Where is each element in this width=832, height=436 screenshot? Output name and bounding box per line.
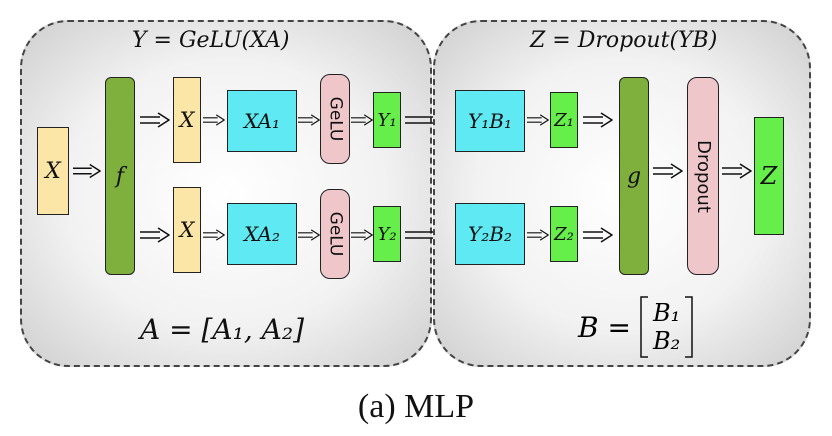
left-panel-title: Y = GeLU(XA): [132, 28, 290, 53]
arrow-icon: [298, 227, 320, 243]
arrow-icon: [527, 227, 549, 243]
merge-g-box: g: [619, 77, 649, 275]
right-panel-formula: B = B₁ B₂: [578, 296, 694, 358]
dropout-box: Dropout: [687, 77, 719, 275]
formula-lhs: B =: [578, 310, 631, 344]
row2-y-box: Y₂: [373, 206, 401, 262]
arrow-icon: [73, 163, 101, 179]
matrix-entry-b1: B₁: [652, 299, 681, 327]
row2-yb-box: Y₂B₂: [455, 203, 525, 265]
input-x-box: X: [37, 127, 69, 215]
right-panel-title: Z = Dropout(YB): [530, 28, 718, 53]
row1-yb-box: Y₁B₁: [455, 90, 525, 152]
arrow-icon: [722, 163, 752, 179]
row2-xa-box: XA₂: [227, 203, 297, 265]
row1-z-box: Z₁: [550, 92, 578, 148]
arrow-icon: [298, 112, 320, 128]
row1-x-box: X: [173, 77, 201, 163]
arrow-icon: [583, 227, 613, 243]
arrow-icon: [351, 227, 373, 243]
arrow-icon: [653, 163, 683, 179]
row2-z-box: Z₂: [550, 206, 578, 262]
dropout-label: Dropout: [692, 139, 714, 213]
row1-xa-box: XA₁: [227, 90, 297, 152]
row2-gelu-box: GeLU: [320, 189, 350, 279]
row1-gelu-box: GeLU: [320, 74, 350, 164]
arrow-icon: [140, 227, 170, 243]
row2-x-box: X: [173, 187, 201, 273]
left-panel: [20, 20, 432, 367]
row2-gelu-label: GeLU: [325, 211, 346, 257]
bracket-right-icon: [685, 296, 693, 358]
split-f-box: f: [105, 77, 135, 275]
left-panel-formula: A = [A₁, A₂]: [140, 313, 305, 346]
arrow-icon: [583, 112, 613, 128]
arrow-icon: [203, 227, 225, 243]
arrow-icon: [351, 112, 373, 128]
row1-gelu-label: GeLU: [325, 96, 346, 142]
arrow-icon: [140, 112, 170, 128]
arrow-icon: [203, 112, 225, 128]
arrow-icon: [527, 112, 549, 128]
bracket-left-icon: [640, 296, 648, 358]
figure-caption: (a) MLP: [357, 388, 475, 425]
matrix-entry-b2: B₂: [652, 327, 681, 355]
row1-y-box: Y₁: [373, 92, 401, 148]
output-z-box: Z: [754, 117, 784, 235]
